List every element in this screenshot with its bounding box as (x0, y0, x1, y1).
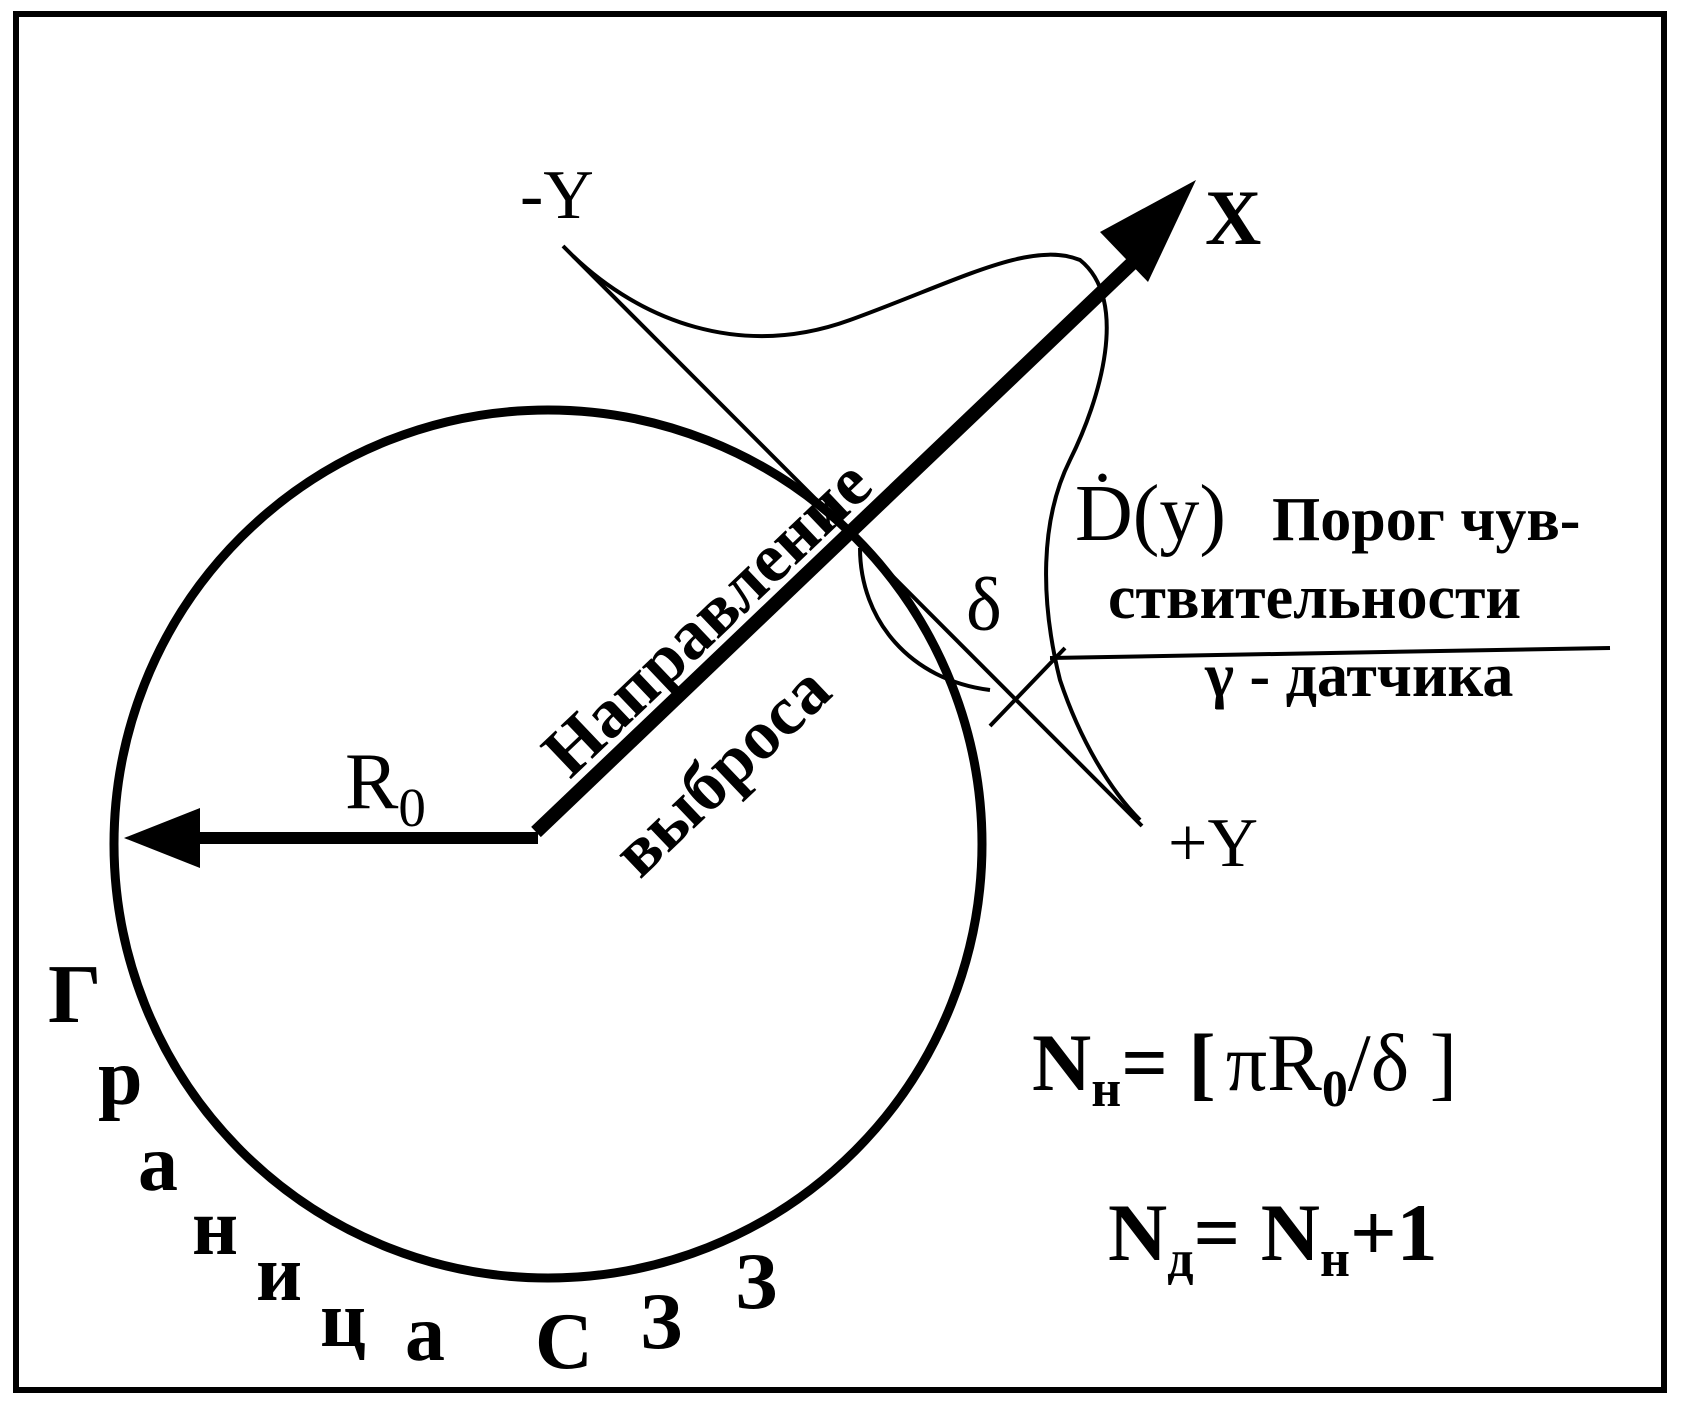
boundary-letter: а (138, 1120, 178, 1208)
threshold-label-line2: ствительности (1108, 564, 1521, 632)
dose-rate-label: Ḋ(y) (1075, 470, 1226, 558)
r0-letter: R (345, 738, 399, 826)
sanitary-zone-circle (109, 405, 987, 1283)
formula-nd-tail: +1 (1350, 1187, 1438, 1278)
neg-y-label: -Y (520, 157, 594, 234)
dose-rate-curve (571, 252, 1142, 822)
r0-subscript: 0 (398, 777, 426, 838)
boundary-letter: З (640, 1278, 682, 1366)
formula-nn: Nн= [πR0/δ ] (1032, 1017, 1457, 1118)
pos-y-label: +Y (1168, 805, 1258, 882)
x-axis-arrowhead (1100, 180, 1196, 282)
boundary-letter: р (98, 1034, 143, 1122)
formula-nn-pi-r: πR (1226, 1017, 1322, 1108)
x-axis-label: X (1205, 174, 1261, 261)
frame-border (13, 11, 1667, 1393)
boundary-letter: а (405, 1290, 445, 1378)
formula-nn-n: N (1032, 1017, 1091, 1108)
formula-nd-sub: д (1167, 1231, 1193, 1288)
boundary-letter: ц (320, 1276, 366, 1364)
threshold-label-line1: Порог чув- (1272, 486, 1580, 554)
boundary-letter: С (535, 1298, 593, 1386)
formula-nd: Nд= Nн+1 (1108, 1187, 1438, 1288)
boundary-letter: З (735, 1238, 777, 1326)
delta-label: δ (966, 563, 1002, 647)
y-axis-line (561, 244, 1144, 828)
threshold-pointer-line (1049, 646, 1611, 660)
boundary-letter: Г (48, 948, 101, 1041)
boundary-letter: н (192, 1184, 238, 1272)
formula-nd-sub2: н (1320, 1231, 1350, 1288)
formula-nn-eq: = [ (1121, 1017, 1216, 1108)
delta-angle-arc (858, 547, 991, 692)
formula-nn-tail: /δ ] (1348, 1017, 1457, 1108)
formula-nn-r-sub: 0 (1322, 1061, 1348, 1118)
r0-label: R0 (345, 738, 426, 838)
r0-arrowhead (124, 808, 200, 868)
formula-nd-n: N (1108, 1187, 1167, 1278)
threshold-label-line3: γ - датчика (1204, 642, 1513, 710)
emission-direction-axis (531, 240, 1155, 838)
formula-nn-sub: н (1091, 1061, 1121, 1118)
threshold-cross-tick (988, 646, 1067, 728)
formula-nd-eq: = N (1194, 1187, 1320, 1278)
boundary-letter: и (256, 1230, 302, 1318)
